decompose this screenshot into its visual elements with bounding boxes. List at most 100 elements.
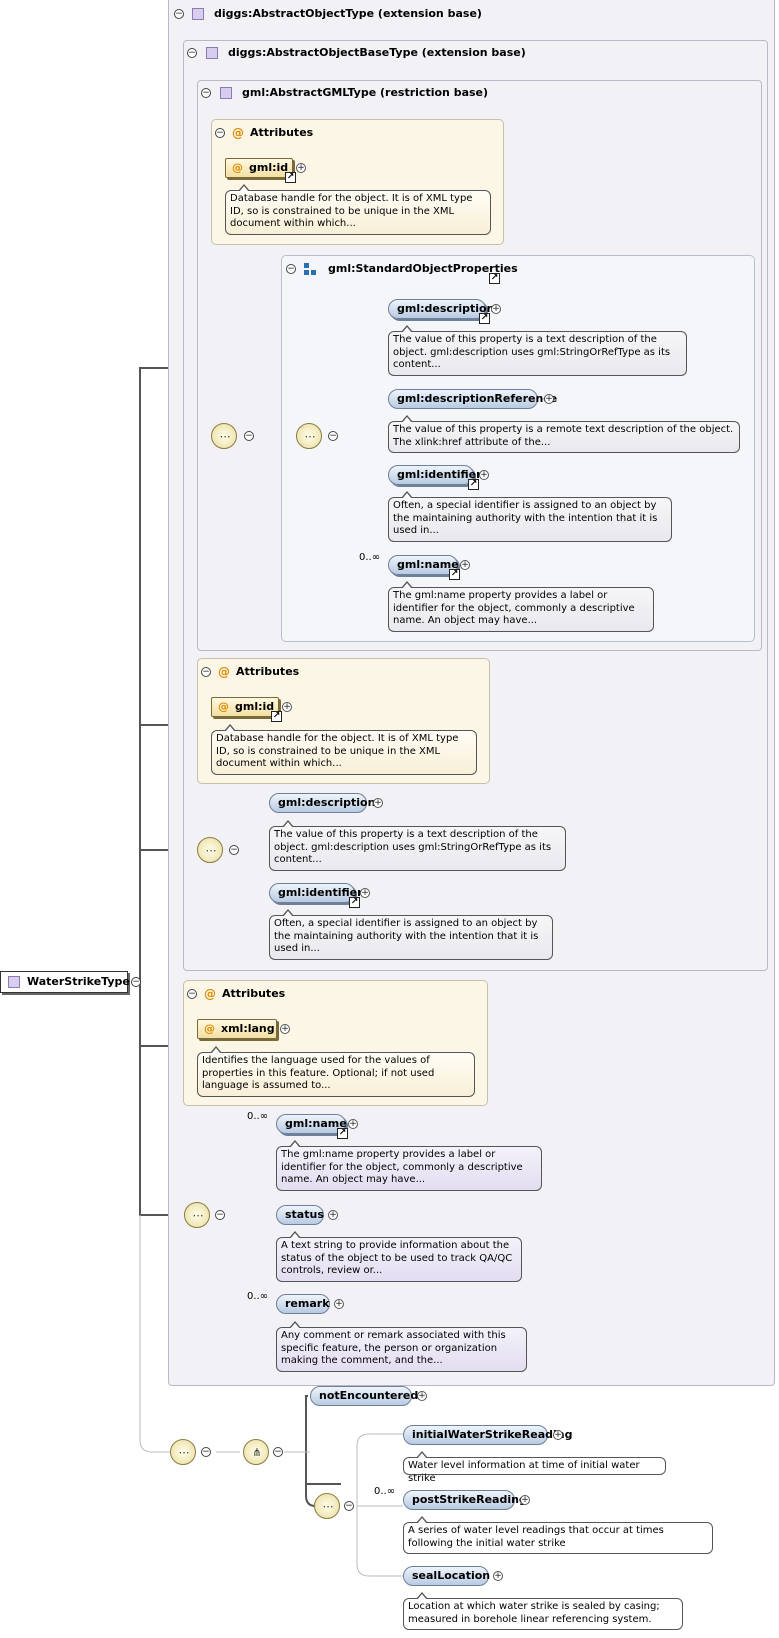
reference-arrow-icon[interactable]: ↗ xyxy=(489,273,500,284)
sequence-compositor[interactable]: ⋯ xyxy=(314,1493,340,1519)
element-gml-description[interactable]: gml:description xyxy=(269,793,375,813)
collapse-icon[interactable]: − xyxy=(344,1501,354,1511)
choice-icon: ⋔ xyxy=(252,1446,262,1459)
collapse-icon[interactable]: − xyxy=(201,667,211,677)
collapse-icon[interactable]: − xyxy=(187,48,197,58)
attribute-icon: @ xyxy=(204,987,216,1001)
group-label: gml:StandardObjectProperties xyxy=(328,262,518,275)
sequence-compositor[interactable]: ⋯ xyxy=(184,1202,210,1228)
element-gml-identifier[interactable]: gml:identifier xyxy=(388,465,482,485)
attributes-label: Attributes xyxy=(236,665,300,678)
expand-icon[interactable]: + xyxy=(280,1024,290,1034)
collapse-icon[interactable]: − xyxy=(174,9,184,19)
collapse-icon[interactable]: − xyxy=(187,989,197,999)
expand-icon[interactable]: + xyxy=(373,798,383,808)
sequence-icon: ⋯ xyxy=(178,1446,190,1459)
collapse-icon[interactable]: − xyxy=(201,1447,211,1457)
expand-icon[interactable]: + xyxy=(479,470,489,480)
attribute-icon: @ xyxy=(232,161,243,174)
sequence-icon: ⋯ xyxy=(192,1209,204,1222)
reference-arrow-icon[interactable]: ↗ xyxy=(449,569,460,580)
collapse-icon[interactable]: − xyxy=(201,88,211,98)
annotation-post-strike-reading: A series of water level readings that oc… xyxy=(403,1516,713,1554)
choice-compositor[interactable]: ⋔ xyxy=(243,1439,269,1465)
element-gml-identifier[interactable]: gml:identifier xyxy=(269,883,363,903)
reference-arrow-icon[interactable]: ↗ xyxy=(285,172,296,183)
annotation-remark: Any comment or remark associated with th… xyxy=(276,1321,527,1372)
attribute-gml-id[interactable]: @gml:id xyxy=(225,158,293,178)
reference-arrow-icon[interactable]: ↗ xyxy=(468,479,479,490)
attributes-label: Attributes xyxy=(250,126,314,139)
annotation-status: A text string to provide information abo… xyxy=(276,1231,522,1282)
reference-arrow-icon[interactable]: ↗ xyxy=(271,711,282,722)
attribute-icon: @ xyxy=(218,700,229,713)
expand-icon[interactable]: + xyxy=(282,702,292,712)
annotation-gml-name: The gml:name property provides a label o… xyxy=(276,1140,542,1191)
collapse-icon[interactable]: − xyxy=(131,977,141,987)
element-not-encountered[interactable]: notEncountered xyxy=(310,1386,418,1406)
sequence-compositor[interactable]: ⋯ xyxy=(197,837,223,863)
annotation-gml-description: The value of this property is a text des… xyxy=(388,325,687,376)
element-status[interactable]: status xyxy=(276,1205,324,1225)
sequence-compositor[interactable]: ⋯ xyxy=(296,423,322,449)
expand-icon[interactable]: + xyxy=(417,1391,427,1401)
root-type-waterstriketype[interactable]: WaterStrikeType xyxy=(0,971,130,993)
occurrence-label: 0..∞ xyxy=(247,1111,269,1122)
annotation-gml-id: Database handle for the object. It is of… xyxy=(211,724,477,775)
expand-icon[interactable]: + xyxy=(348,1119,358,1129)
type-icon xyxy=(192,8,204,20)
expand-icon[interactable]: + xyxy=(460,560,470,570)
reference-arrow-icon[interactable]: ↗ xyxy=(479,313,490,324)
sequence-icon: ⋯ xyxy=(304,430,316,443)
collapse-icon[interactable]: − xyxy=(273,1447,283,1457)
type-icon xyxy=(8,976,20,988)
sequence-compositor[interactable]: ⋯ xyxy=(170,1439,196,1465)
sequence-compositor[interactable]: ⋯ xyxy=(211,423,237,449)
expand-icon[interactable]: + xyxy=(491,304,501,314)
annotation-gml-description: The value of this property is a text des… xyxy=(269,820,566,871)
expand-icon[interactable]: + xyxy=(328,1210,338,1220)
annotation-gml-id: Database handle for the object. It is of… xyxy=(225,184,491,235)
element-gml-description-reference[interactable]: gml:descriptionReference xyxy=(388,389,557,409)
annotation-gml-description-reference: The value of this property is a remote t… xyxy=(388,415,740,453)
attribute-gml-id[interactable]: @gml:id xyxy=(211,697,279,717)
type-icon xyxy=(206,47,218,59)
collapse-icon[interactable]: − xyxy=(286,264,296,274)
annotation-gml-name: The gml:name property provides a label o… xyxy=(388,581,654,632)
occurrence-label: 0..∞ xyxy=(247,1291,269,1302)
collapse-icon[interactable]: − xyxy=(244,431,254,441)
attribute-xml-lang[interactable]: @xml:lang xyxy=(197,1019,277,1039)
occurrence-label: 0..∞ xyxy=(359,552,381,563)
annotation-seal-location: Location at which water strike is sealed… xyxy=(403,1592,683,1630)
attribute-icon: @ xyxy=(232,126,244,140)
expand-icon[interactable]: + xyxy=(334,1299,344,1309)
attribute-icon: @ xyxy=(204,1022,215,1035)
element-initial-water-strike-reading[interactable]: initialWaterStrikeReading xyxy=(403,1425,572,1445)
type-icon xyxy=(220,87,232,99)
sequence-icon: ⋯ xyxy=(322,1500,334,1513)
element-gml-description[interactable]: gml:description xyxy=(388,299,494,319)
collapse-icon[interactable]: − xyxy=(215,1210,225,1220)
expand-icon[interactable]: + xyxy=(553,1430,563,1440)
collapse-icon[interactable]: − xyxy=(328,431,338,441)
collapse-icon[interactable]: − xyxy=(215,128,225,138)
reference-arrow-icon[interactable]: ↗ xyxy=(349,897,360,908)
expand-icon[interactable]: + xyxy=(493,1571,503,1581)
group-icon xyxy=(304,263,318,277)
annotation-xml-lang: Identifies the language used for the val… xyxy=(197,1046,475,1097)
element-gml-name[interactable]: gml:name xyxy=(276,1114,347,1134)
element-post-strike-reading[interactable]: postStrikeReading xyxy=(403,1490,527,1510)
expand-icon[interactable]: + xyxy=(360,888,370,898)
annotation-gml-identifier: Often, a special identifier is assigned … xyxy=(388,491,672,542)
annotation-initial-water-strike-reading: Water level information at time of initi… xyxy=(403,1451,666,1484)
extension-base-label: diggs:AbstractObjectType (extension base… xyxy=(214,7,482,20)
expand-icon[interactable]: + xyxy=(544,394,554,404)
reference-arrow-icon[interactable]: ↗ xyxy=(337,1128,348,1139)
collapse-icon[interactable]: − xyxy=(229,845,239,855)
expand-icon[interactable]: + xyxy=(520,1495,530,1505)
annotation-gml-identifier: Often, a special identifier is assigned … xyxy=(269,909,553,960)
expand-icon[interactable]: + xyxy=(296,163,306,173)
element-gml-name[interactable]: gml:name xyxy=(388,555,459,575)
element-remark[interactable]: remark xyxy=(276,1294,330,1314)
element-seal-location[interactable]: sealLocation xyxy=(403,1566,490,1586)
